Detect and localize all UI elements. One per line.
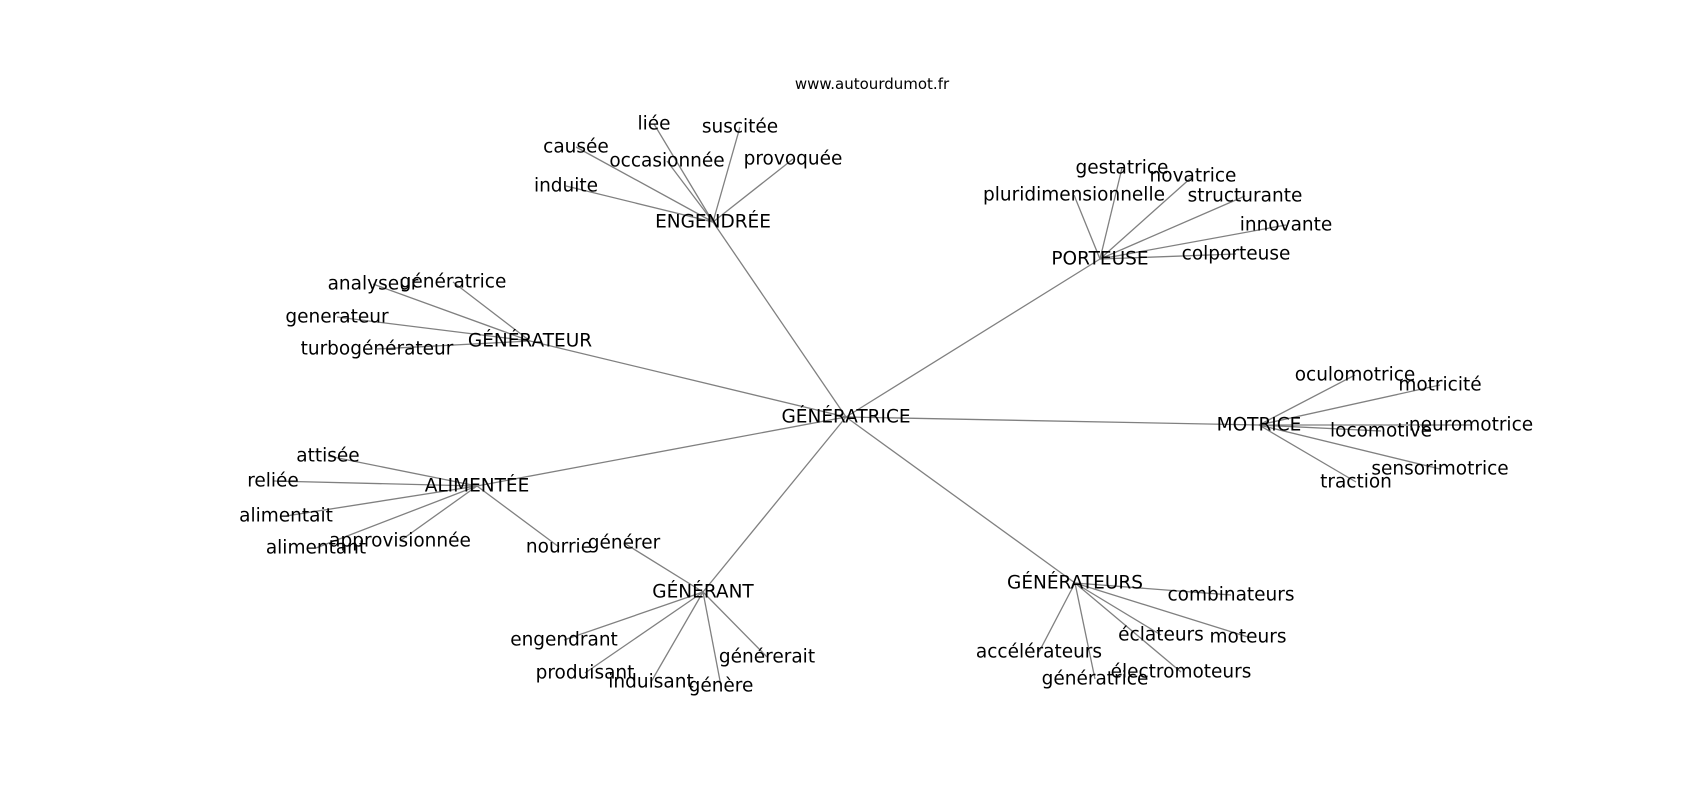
leaf-node-0-3: occasionnée — [609, 151, 724, 172]
leaf-node-3-4: sensorimotrice — [1371, 459, 1508, 480]
leaf-node-2-0: analyseur — [328, 274, 419, 295]
edge-6-5 — [1074, 582, 1096, 680]
leaf-node-0-0: liée — [637, 114, 670, 135]
edge-4-0 — [327, 455, 478, 487]
edge-center-4 — [476, 416, 847, 487]
edge-3-0 — [1258, 374, 1356, 426]
leaf-node-5-4: induisant — [608, 672, 693, 693]
leaf-node-4-0: attisée — [296, 446, 359, 467]
leaf-node-6-5: génératrice — [1042, 669, 1149, 690]
leaf-node-3-3: locomotive — [1330, 421, 1432, 442]
edge-0-5 — [565, 185, 714, 223]
graph-edges — [272, 123, 1471, 687]
leaf-node-6-1: éclateurs — [1118, 625, 1204, 646]
hub-node-0: ENGENDRÉE — [655, 211, 771, 233]
edge-0-3 — [666, 160, 714, 223]
edge-5-5 — [702, 591, 722, 687]
edge-4-2 — [285, 485, 478, 517]
edge-6-2 — [1074, 582, 1249, 638]
edge-1-0 — [1099, 167, 1123, 260]
edge-4-1 — [272, 480, 478, 487]
edge-3-3 — [1258, 424, 1382, 432]
leaf-node-2-1: génératrice — [400, 272, 507, 293]
leaf-node-4-2: alimentait — [239, 506, 333, 527]
hub-node-2: GÉNÉRATEUR — [468, 330, 592, 352]
edge-center-2 — [529, 340, 847, 418]
leaf-node-1-3: structurante — [1188, 186, 1303, 207]
edge-2-2 — [336, 316, 531, 342]
hub-node-3: MOTRICE — [1217, 415, 1302, 436]
leaf-node-6-0: combinateurs — [1167, 585, 1294, 606]
leaf-node-0-1: suscitée — [702, 117, 778, 138]
leaf-node-5-5: génère — [689, 676, 754, 697]
leaf-node-5-1: engendrant — [510, 630, 618, 651]
edge-0-1 — [712, 126, 741, 223]
leaf-node-1-4: innovante — [1240, 215, 1333, 236]
edge-center-3 — [845, 416, 1260, 426]
edge-4-5 — [476, 485, 560, 548]
edge-1-1 — [1099, 175, 1194, 260]
leaf-node-5-0: générer — [588, 533, 661, 554]
edge-3-4 — [1258, 424, 1441, 470]
leaf-node-3-2: neuromotrice — [1409, 415, 1533, 436]
leaf-node-6-2: moteurs — [1210, 627, 1287, 648]
leaf-node-6-4: électromoteurs — [1111, 662, 1252, 683]
edge-5-0 — [623, 542, 704, 593]
edge-5-1 — [563, 591, 704, 641]
leaf-node-4-1: reliée — [247, 471, 299, 492]
edge-center-6 — [845, 416, 1076, 584]
leaf-node-1-5: colporteuse — [1182, 244, 1291, 265]
leaf-node-0-2: causée — [543, 137, 609, 158]
edge-3-5 — [1258, 424, 1357, 483]
leaf-node-0-5: induite — [534, 176, 598, 197]
hub-node-1: PORTEUSE — [1051, 249, 1148, 270]
edge-4-3 — [399, 485, 478, 542]
edge-2-3 — [376, 340, 531, 350]
edge-2-1 — [452, 281, 531, 342]
leaf-node-4-4: alimentant — [266, 538, 366, 559]
hub-node-4: ALIMENTÉE — [425, 475, 530, 497]
edge-1-3 — [1099, 195, 1246, 260]
leaf-node-5-2: générerait — [719, 647, 815, 668]
edge-6-1 — [1074, 582, 1162, 636]
edge-6-0 — [1074, 582, 1232, 596]
leaf-node-0-4: provoquée — [744, 149, 843, 170]
edge-center-5 — [702, 416, 847, 593]
edge-1-2 — [1073, 194, 1101, 260]
edge-0-0 — [653, 123, 714, 223]
center-node: GÉNÉRATRICE — [781, 406, 910, 428]
edge-4-4 — [315, 485, 478, 549]
edge-1-5 — [1099, 253, 1237, 260]
leaf-node-6-3: accélérateurs — [976, 642, 1102, 663]
leaf-node-3-1: motricité — [1398, 375, 1481, 396]
edge-2-0 — [372, 283, 531, 342]
hub-node-6: GÉNÉRATEURS — [1007, 572, 1143, 594]
edge-0-4 — [712, 158, 794, 223]
leaf-node-3-0: oculomotrice — [1295, 365, 1416, 386]
leaf-node-3-5: traction — [1320, 472, 1392, 493]
leaf-node-1-1: novatrice — [1150, 166, 1237, 187]
edge-5-2 — [702, 591, 768, 658]
edge-0-2 — [575, 146, 714, 223]
edge-6-3 — [1038, 582, 1076, 653]
leaf-node-2-3: turbogénérateur — [301, 339, 454, 360]
edge-5-4 — [650, 591, 704, 683]
leaf-node-4-3: approvisionnée — [329, 531, 471, 552]
leaf-node-1-2: pluridimensionnelle — [983, 185, 1165, 206]
source-caption: www.autourdumot.fr — [795, 75, 950, 93]
edge-center-1 — [845, 258, 1101, 418]
edge-center-0 — [712, 221, 847, 418]
edge-3-1 — [1258, 384, 1441, 426]
hub-node-5: GÉNÉRANT — [652, 581, 754, 603]
leaf-node-2-2: generateur — [285, 307, 389, 328]
leaf-node-4-5: nourrie — [526, 537, 592, 558]
edge-1-4 — [1099, 224, 1287, 260]
edge-5-3 — [584, 591, 704, 674]
edge-6-4 — [1074, 582, 1182, 673]
leaf-node-5-3: produisant — [536, 663, 635, 684]
leaf-node-1-0: gestatrice — [1076, 158, 1169, 179]
